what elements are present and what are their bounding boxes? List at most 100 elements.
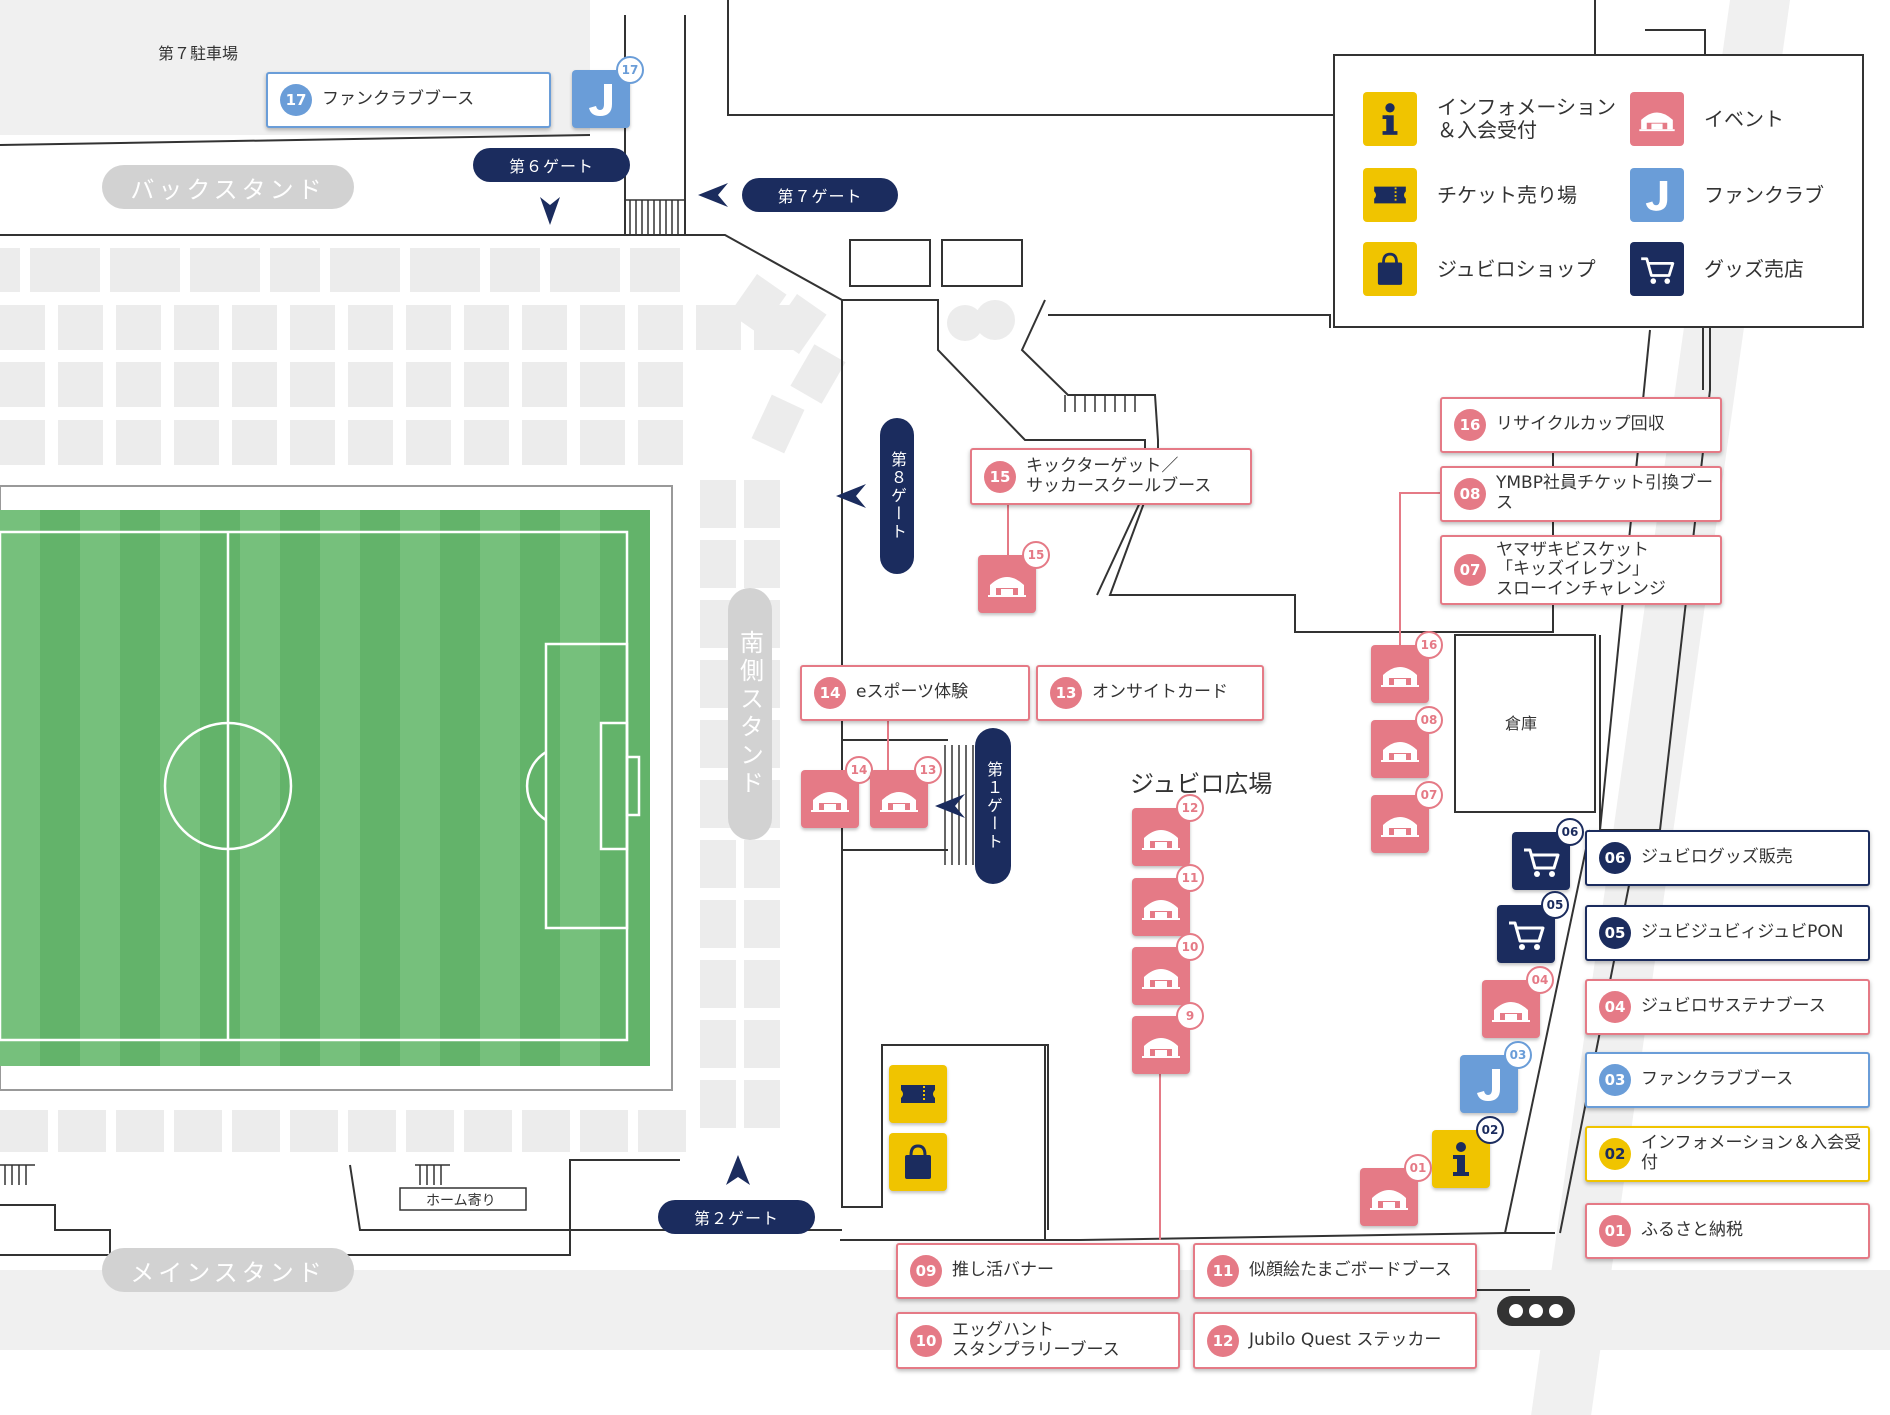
booth-number: 15: [984, 460, 1016, 493]
pin-14[interactable]: 14: [801, 756, 873, 828]
pin-badge: 16: [1415, 631, 1443, 659]
ticket-icon: [1363, 168, 1417, 222]
booth-label: インフォメーション＆入会受付: [1641, 1133, 1862, 1173]
legend-label: チケット売り場: [1437, 182, 1577, 207]
shop-bag-icon: [1363, 242, 1417, 296]
gate-7: 第７ゲート: [742, 178, 898, 212]
pin-badge: 11: [1176, 864, 1204, 892]
booth-label: ジュビロサステナブース: [1641, 996, 1826, 1017]
gate-1: 第１ゲート: [975, 728, 1011, 884]
more-options-button[interactable]: [1497, 1296, 1575, 1326]
pin-jubilo-shop[interactable]: [889, 1133, 947, 1191]
pin-03[interactable]: 03: [1460, 1041, 1532, 1113]
booth-number: 12: [1207, 1324, 1239, 1357]
legend-item: グッズ売店: [1630, 242, 1804, 296]
legend-item: ファンクラブ: [1630, 168, 1824, 222]
info-icon: [1363, 92, 1417, 146]
warehouse-label: 倉庫: [1505, 714, 1538, 733]
pin-02[interactable]: 02: [1432, 1116, 1504, 1188]
map-legend: インフォメーション ＆入会受付 イベント チケット売り場 ファンクラブ ジュビロ…: [1333, 54, 1864, 328]
legend-label: グッズ売店: [1704, 256, 1804, 281]
cart-icon: [1630, 242, 1684, 296]
pin-10[interactable]: 10: [1132, 933, 1204, 1005]
legend-item: インフォメーション ＆入会受付: [1363, 92, 1616, 146]
main-stand-label: メインスタンド: [102, 1248, 354, 1292]
booth-number: 09: [910, 1255, 942, 1287]
pin-05[interactable]: 05: [1497, 891, 1569, 963]
pin-badge: 01: [1404, 1154, 1432, 1182]
south-stand-label: 南側スタンド: [728, 588, 772, 840]
booth-label: Jubilo Quest ステッカー: [1249, 1329, 1442, 1350]
booth-number: 07: [1454, 554, 1486, 586]
pin-9[interactable]: 9: [1132, 1002, 1204, 1074]
pin-ticket-office[interactable]: [889, 1065, 947, 1123]
back-stand-seats: [0, 248, 799, 465]
gate1-arrow: [935, 794, 965, 818]
gate-8: 第８ゲート: [880, 418, 914, 574]
pin-badge: 10: [1176, 933, 1204, 961]
pin-badge: 03: [1504, 1041, 1532, 1069]
booth-11-portrait-board[interactable]: 11 似顔絵たまごボードブース: [1193, 1243, 1477, 1299]
booth-number: 01: [1599, 1215, 1631, 1247]
booth-label: ジュビログッズ販売: [1641, 847, 1793, 868]
pin-07[interactable]: 07: [1371, 781, 1443, 853]
booth-label: キックターゲット／ サッカースクールブース: [1026, 455, 1212, 496]
pin-badge: 06: [1556, 818, 1584, 846]
booth-number: 11: [1207, 1255, 1239, 1287]
parking-label: 第７駐車場: [158, 44, 239, 63]
legend-item: イベント: [1630, 92, 1784, 146]
pin-06[interactable]: 06: [1512, 818, 1584, 890]
booth-12-jubilo-quest[interactable]: 12 Jubilo Quest ステッカー: [1193, 1312, 1477, 1369]
main-stand-seats: [0, 1110, 686, 1152]
booth-label: リサイクルカップ回収: [1496, 414, 1665, 435]
back-stand-label: バックスタンド: [102, 165, 354, 209]
gate8-arrow: [836, 484, 866, 508]
pin-04[interactable]: 04: [1482, 966, 1554, 1038]
pin-08[interactable]: 08: [1371, 706, 1443, 778]
booth-number: 02: [1599, 1138, 1631, 1170]
pin-13[interactable]: 13: [870, 756, 942, 828]
home-side-label: ホーム寄り: [426, 1193, 496, 1209]
booth-label: オンサイトカード: [1092, 682, 1228, 703]
pin-badge: 14: [845, 756, 873, 784]
booth-number: 08: [1454, 478, 1486, 510]
pin-badge: 08: [1415, 706, 1443, 734]
fanclub-j-icon: [1630, 168, 1684, 222]
pin-01[interactable]: 01: [1360, 1154, 1432, 1226]
pin-16[interactable]: 16: [1371, 631, 1443, 703]
booth-02-information[interactable]: 02 インフォメーション＆入会受付: [1585, 1126, 1870, 1182]
plaza-label: ジュビロ広場: [1130, 770, 1273, 798]
gate7-arrow: [698, 183, 728, 207]
pin-badge: 12: [1176, 794, 1204, 822]
pin-15[interactable]: 15: [978, 541, 1050, 613]
pin-17[interactable]: 17: [572, 56, 644, 128]
booth-number: 03: [1599, 1064, 1631, 1096]
legend-item: チケット売り場: [1363, 168, 1577, 222]
pin-badge: 05: [1541, 891, 1569, 919]
gate2-arrow: [726, 1155, 750, 1185]
pin-badge: 02: [1476, 1116, 1504, 1144]
booth-number: 14: [814, 677, 846, 709]
pin-12[interactable]: 12: [1132, 794, 1204, 866]
booth-label: 似顔絵たまごボードブース: [1249, 1260, 1452, 1281]
pin-11[interactable]: 11: [1132, 864, 1204, 936]
booth-15-kick-target[interactable]: 15 キックターゲット／ サッカースクールブース: [970, 448, 1252, 505]
booth-16-recycle-cup[interactable]: 16 リサイクルカップ回収: [1440, 397, 1722, 453]
pin-badge: 15: [1022, 541, 1050, 569]
pin-badge: 04: [1526, 966, 1554, 994]
booth-number: 10: [910, 1324, 942, 1357]
booth-number: 16: [1454, 409, 1486, 441]
